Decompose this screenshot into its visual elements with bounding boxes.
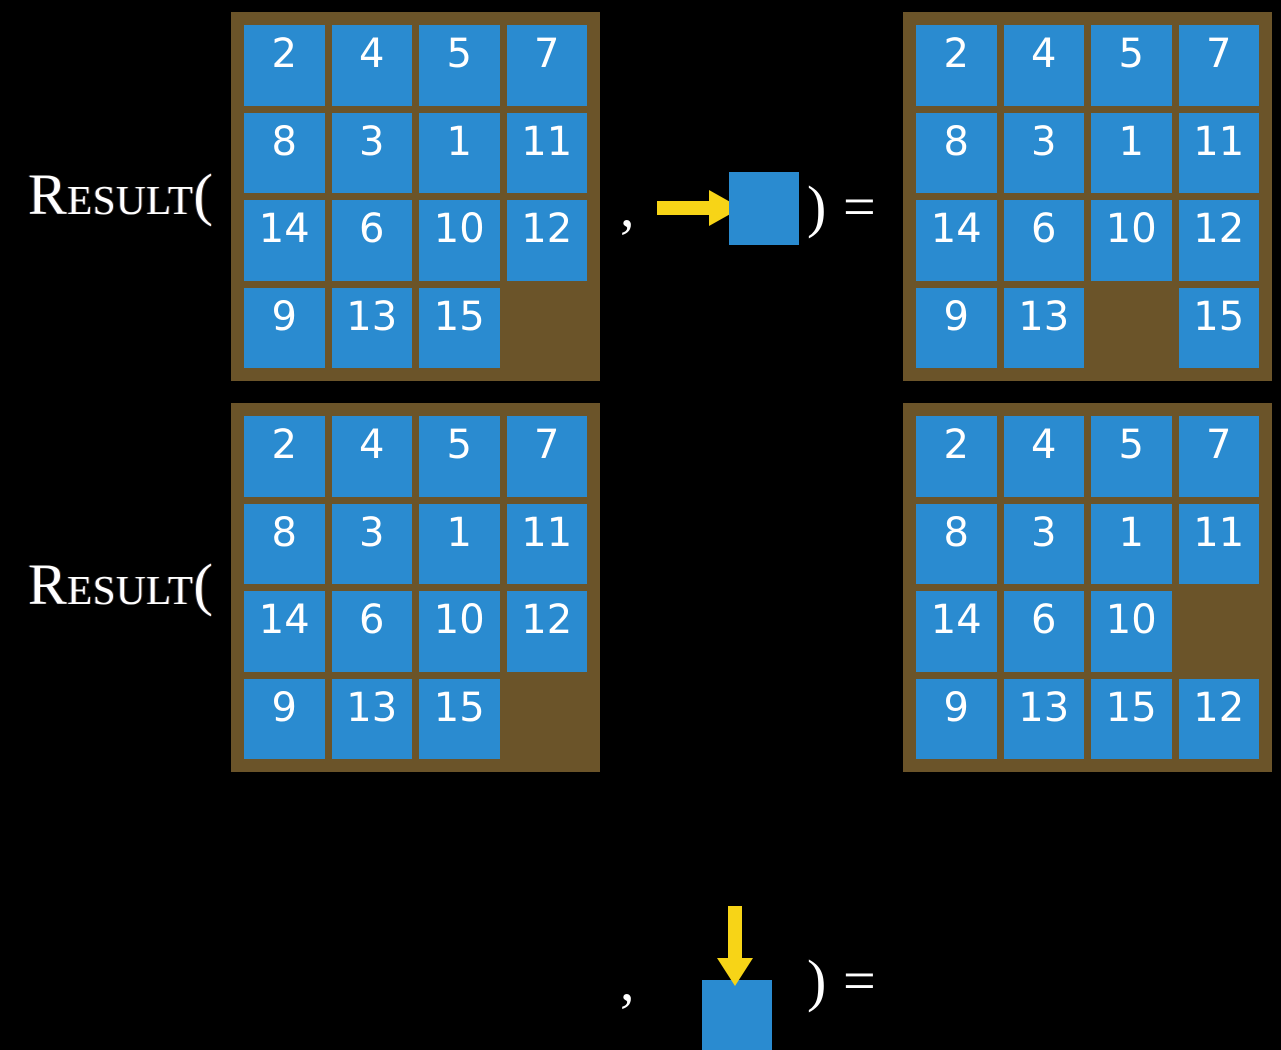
result-function-label-bottom: Result( <box>28 552 214 617</box>
moving-tile-bottom <box>702 980 772 1050</box>
tile: 11 <box>1178 503 1259 584</box>
comma-separator-bottom: , <box>620 948 635 1013</box>
empty-cell <box>507 679 588 760</box>
tile: 1 <box>419 503 500 584</box>
result-function-label-top: Result( <box>28 162 214 227</box>
tile: 10 <box>419 200 500 281</box>
tile: 9 <box>244 678 325 759</box>
equals-sign-top: = <box>843 174 876 239</box>
empty-cell <box>507 288 588 369</box>
tile: 13 <box>331 287 412 368</box>
tile: 6 <box>331 591 412 672</box>
equation-row-move-down: Result( 2 4 5 7 8 3 1 11 14 6 10 12 9 13… <box>0 390 1281 1050</box>
input-board-top: 2 4 5 7 8 3 1 11 14 6 10 12 9 13 15 <box>231 12 600 381</box>
operator-area-bottom: , ) = <box>600 390 903 1050</box>
tile: 5 <box>419 416 500 497</box>
tile: 6 <box>1003 591 1084 672</box>
input-board-bottom: 2 4 5 7 8 3 1 11 14 6 10 12 9 13 15 <box>231 403 600 772</box>
tile: 8 <box>916 503 997 584</box>
tile: 7 <box>1178 416 1259 497</box>
tile: 12 <box>1178 678 1259 759</box>
tile: 5 <box>1091 416 1172 497</box>
tile: 12 <box>506 591 587 672</box>
paren-close-top: ) <box>807 174 827 239</box>
tile: 15 <box>419 678 500 759</box>
input-grid-top: 2 4 5 7 8 3 1 11 14 6 10 12 9 13 15 <box>244 25 587 368</box>
tile: 13 <box>1003 678 1084 759</box>
arrow-right-icon <box>657 190 741 226</box>
tile: 4 <box>331 416 412 497</box>
tile: 1 <box>1091 503 1172 584</box>
output-board-top: 2 4 5 7 8 3 1 11 14 6 10 12 9 13 15 <box>903 12 1272 381</box>
arrow-down-icon <box>717 906 753 986</box>
tile: 6 <box>331 200 412 281</box>
tile: 9 <box>244 287 325 368</box>
tile: 8 <box>244 112 325 193</box>
tile: 12 <box>1178 200 1259 281</box>
tile: 5 <box>419 25 500 106</box>
equals-sign-bottom: = <box>843 948 876 1013</box>
tile: 1 <box>1091 112 1172 193</box>
tile: 3 <box>331 503 412 584</box>
tile: 11 <box>506 503 587 584</box>
paren-close-bottom: ) <box>807 948 827 1013</box>
tile: 13 <box>331 678 412 759</box>
moving-tile-top <box>729 172 799 245</box>
empty-cell <box>1091 288 1172 369</box>
tile: 2 <box>916 416 997 497</box>
tile: 10 <box>419 591 500 672</box>
tile: 4 <box>1003 25 1084 106</box>
tile: 14 <box>244 200 325 281</box>
tile: 11 <box>506 112 587 193</box>
tile: 9 <box>916 287 997 368</box>
comma-separator-top: , <box>620 174 635 239</box>
tile: 4 <box>331 25 412 106</box>
output-board-bottom: 2 4 5 7 8 3 1 11 14 6 10 9 13 15 12 <box>903 403 1272 772</box>
tile: 2 <box>244 25 325 106</box>
tile: 14 <box>244 591 325 672</box>
tile: 15 <box>419 287 500 368</box>
tile: 4 <box>1003 416 1084 497</box>
tile: 3 <box>1003 503 1084 584</box>
tile: 12 <box>506 200 587 281</box>
tile: 7 <box>1178 25 1259 106</box>
tile: 2 <box>244 416 325 497</box>
equation-row-move-right: Result( 2 4 5 7 8 3 1 11 14 6 10 12 9 13… <box>0 0 1281 390</box>
output-grid-top: 2 4 5 7 8 3 1 11 14 6 10 12 9 13 15 <box>916 25 1259 368</box>
tile: 10 <box>1091 591 1172 672</box>
tile: 6 <box>1003 200 1084 281</box>
tile: 8 <box>916 112 997 193</box>
tile: 2 <box>916 25 997 106</box>
operator-area-top: , ) = <box>600 0 903 390</box>
tile: 1 <box>419 112 500 193</box>
tile: 15 <box>1091 678 1172 759</box>
tile: 7 <box>506 416 587 497</box>
tile: 15 <box>1178 287 1259 368</box>
tile: 3 <box>331 112 412 193</box>
input-grid-bottom: 2 4 5 7 8 3 1 11 14 6 10 12 9 13 15 <box>244 416 587 759</box>
tile: 14 <box>916 591 997 672</box>
tile: 13 <box>1003 287 1084 368</box>
tile: 10 <box>1091 200 1172 281</box>
empty-cell <box>1179 591 1260 672</box>
tile: 3 <box>1003 112 1084 193</box>
tile: 7 <box>506 25 587 106</box>
tile: 11 <box>1178 112 1259 193</box>
tile: 14 <box>916 200 997 281</box>
output-grid-bottom: 2 4 5 7 8 3 1 11 14 6 10 9 13 15 12 <box>916 416 1259 759</box>
tile: 5 <box>1091 25 1172 106</box>
tile: 9 <box>916 678 997 759</box>
tile: 8 <box>244 503 325 584</box>
